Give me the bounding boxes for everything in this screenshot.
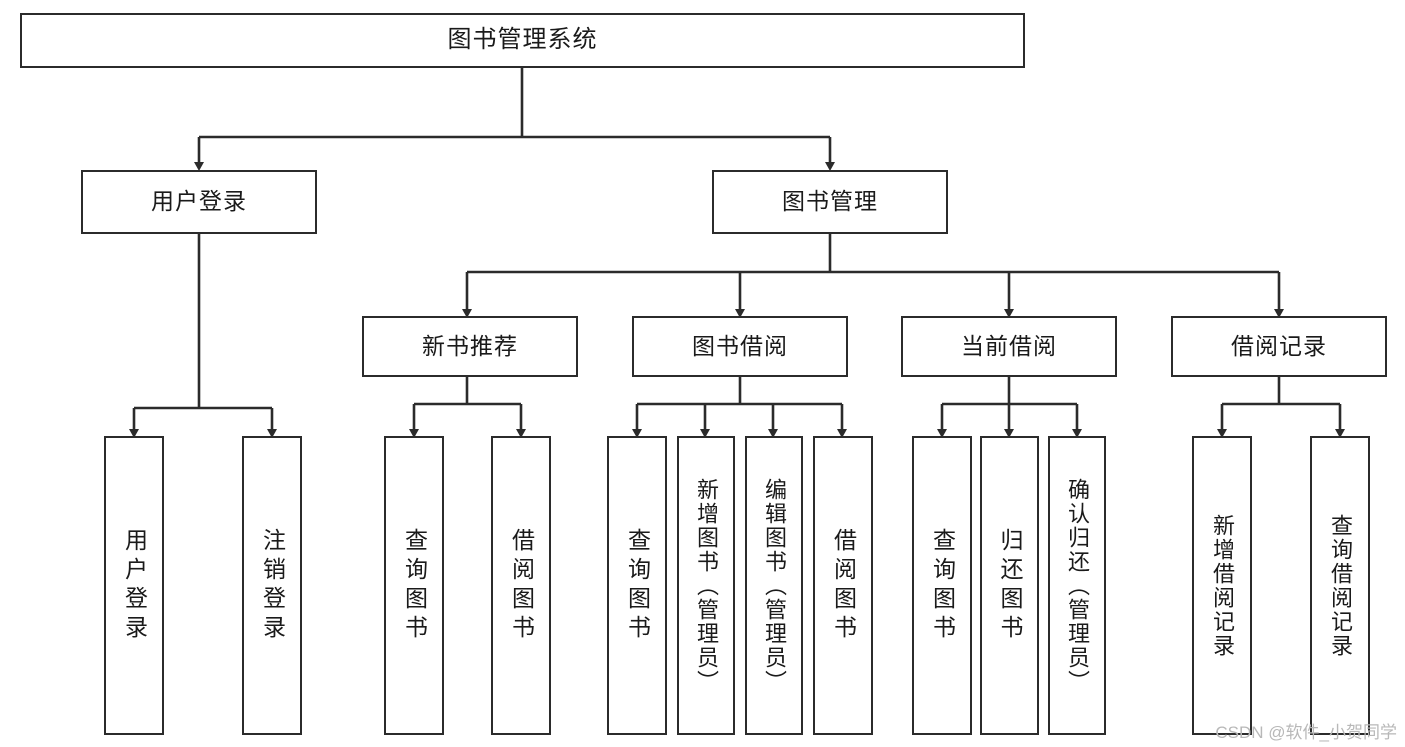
node-borrow-record[interactable]: 借阅记录 <box>1171 316 1387 377</box>
node-book-borrow[interactable]: 图书借阅 <box>632 316 848 377</box>
node-user-login[interactable]: 用户登录 <box>81 170 317 234</box>
leaf-current-borrow-return-label: 归还图书 <box>997 527 1023 644</box>
leaf-current-borrow-query[interactable]: 查询图书 <box>912 436 972 735</box>
leaf-current-borrow-query-label: 查询图书 <box>929 527 956 644</box>
leaf-book-borrow-borrow-label: 借阅图书 <box>830 527 857 644</box>
node-new-book-recommend-label: 新书推荐 <box>422 332 518 359</box>
node-root[interactable]: 图书管理系统 <box>20 13 1025 68</box>
node-book-management-label: 图书管理 <box>782 188 878 215</box>
leaf-book-borrow-add-label: 新增图书（管理员） <box>694 477 719 694</box>
leaf-book-borrow-borrow[interactable]: 借阅图书 <box>813 436 873 735</box>
leaf-borrow-record-add-label: 新增借阅记录 <box>1210 513 1235 658</box>
node-current-borrow-label: 当前借阅 <box>961 332 1057 359</box>
leaf-new-book-borrow-label: 借阅图书 <box>508 527 535 644</box>
node-book-borrow-label: 图书借阅 <box>692 332 788 359</box>
leaf-new-book-borrow[interactable]: 借阅图书 <box>491 436 551 735</box>
node-root-label: 图书管理系统 <box>447 26 598 54</box>
watermark: CSDN @软件_小贺同学 <box>1215 723 1397 742</box>
leaf-book-borrow-query-label: 查询图书 <box>624 527 651 644</box>
node-new-book-recommend[interactable]: 新书推荐 <box>362 316 578 377</box>
leaf-borrow-record-add[interactable]: 新增借阅记录 <box>1192 436 1252 735</box>
node-current-borrow[interactable]: 当前借阅 <box>901 316 1117 377</box>
leaf-user-login-logout[interactable]: 注销登录 <box>242 436 302 735</box>
leaf-current-borrow-confirm-label: 确认归还（管理员） <box>1065 477 1090 694</box>
leaf-new-book-query-label: 查询图书 <box>401 527 428 644</box>
leaf-user-login-login[interactable]: 用户登录 <box>104 436 164 735</box>
node-borrow-record-label: 借阅记录 <box>1231 332 1327 359</box>
leaf-new-book-query[interactable]: 查询图书 <box>384 436 444 735</box>
leaf-current-borrow-return[interactable]: 归还图书 <box>980 436 1039 735</box>
leaf-book-borrow-query[interactable]: 查询图书 <box>607 436 667 735</box>
leaf-user-login-logout-label: 注销登录 <box>259 527 286 644</box>
leaf-current-borrow-confirm[interactable]: 确认归还（管理员） <box>1048 436 1106 735</box>
leaf-book-borrow-edit-label: 编辑图书（管理员） <box>762 477 787 694</box>
leaf-book-borrow-edit[interactable]: 编辑图书（管理员） <box>745 436 803 735</box>
node-user-login-label: 用户登录 <box>151 188 247 215</box>
leaf-borrow-record-query-label: 查询借阅记录 <box>1328 513 1353 658</box>
node-book-management[interactable]: 图书管理 <box>712 170 948 234</box>
leaf-book-borrow-add[interactable]: 新增图书（管理员） <box>677 436 735 735</box>
leaf-borrow-record-query[interactable]: 查询借阅记录 <box>1310 436 1370 735</box>
leaf-user-login-login-label: 用户登录 <box>121 527 148 644</box>
